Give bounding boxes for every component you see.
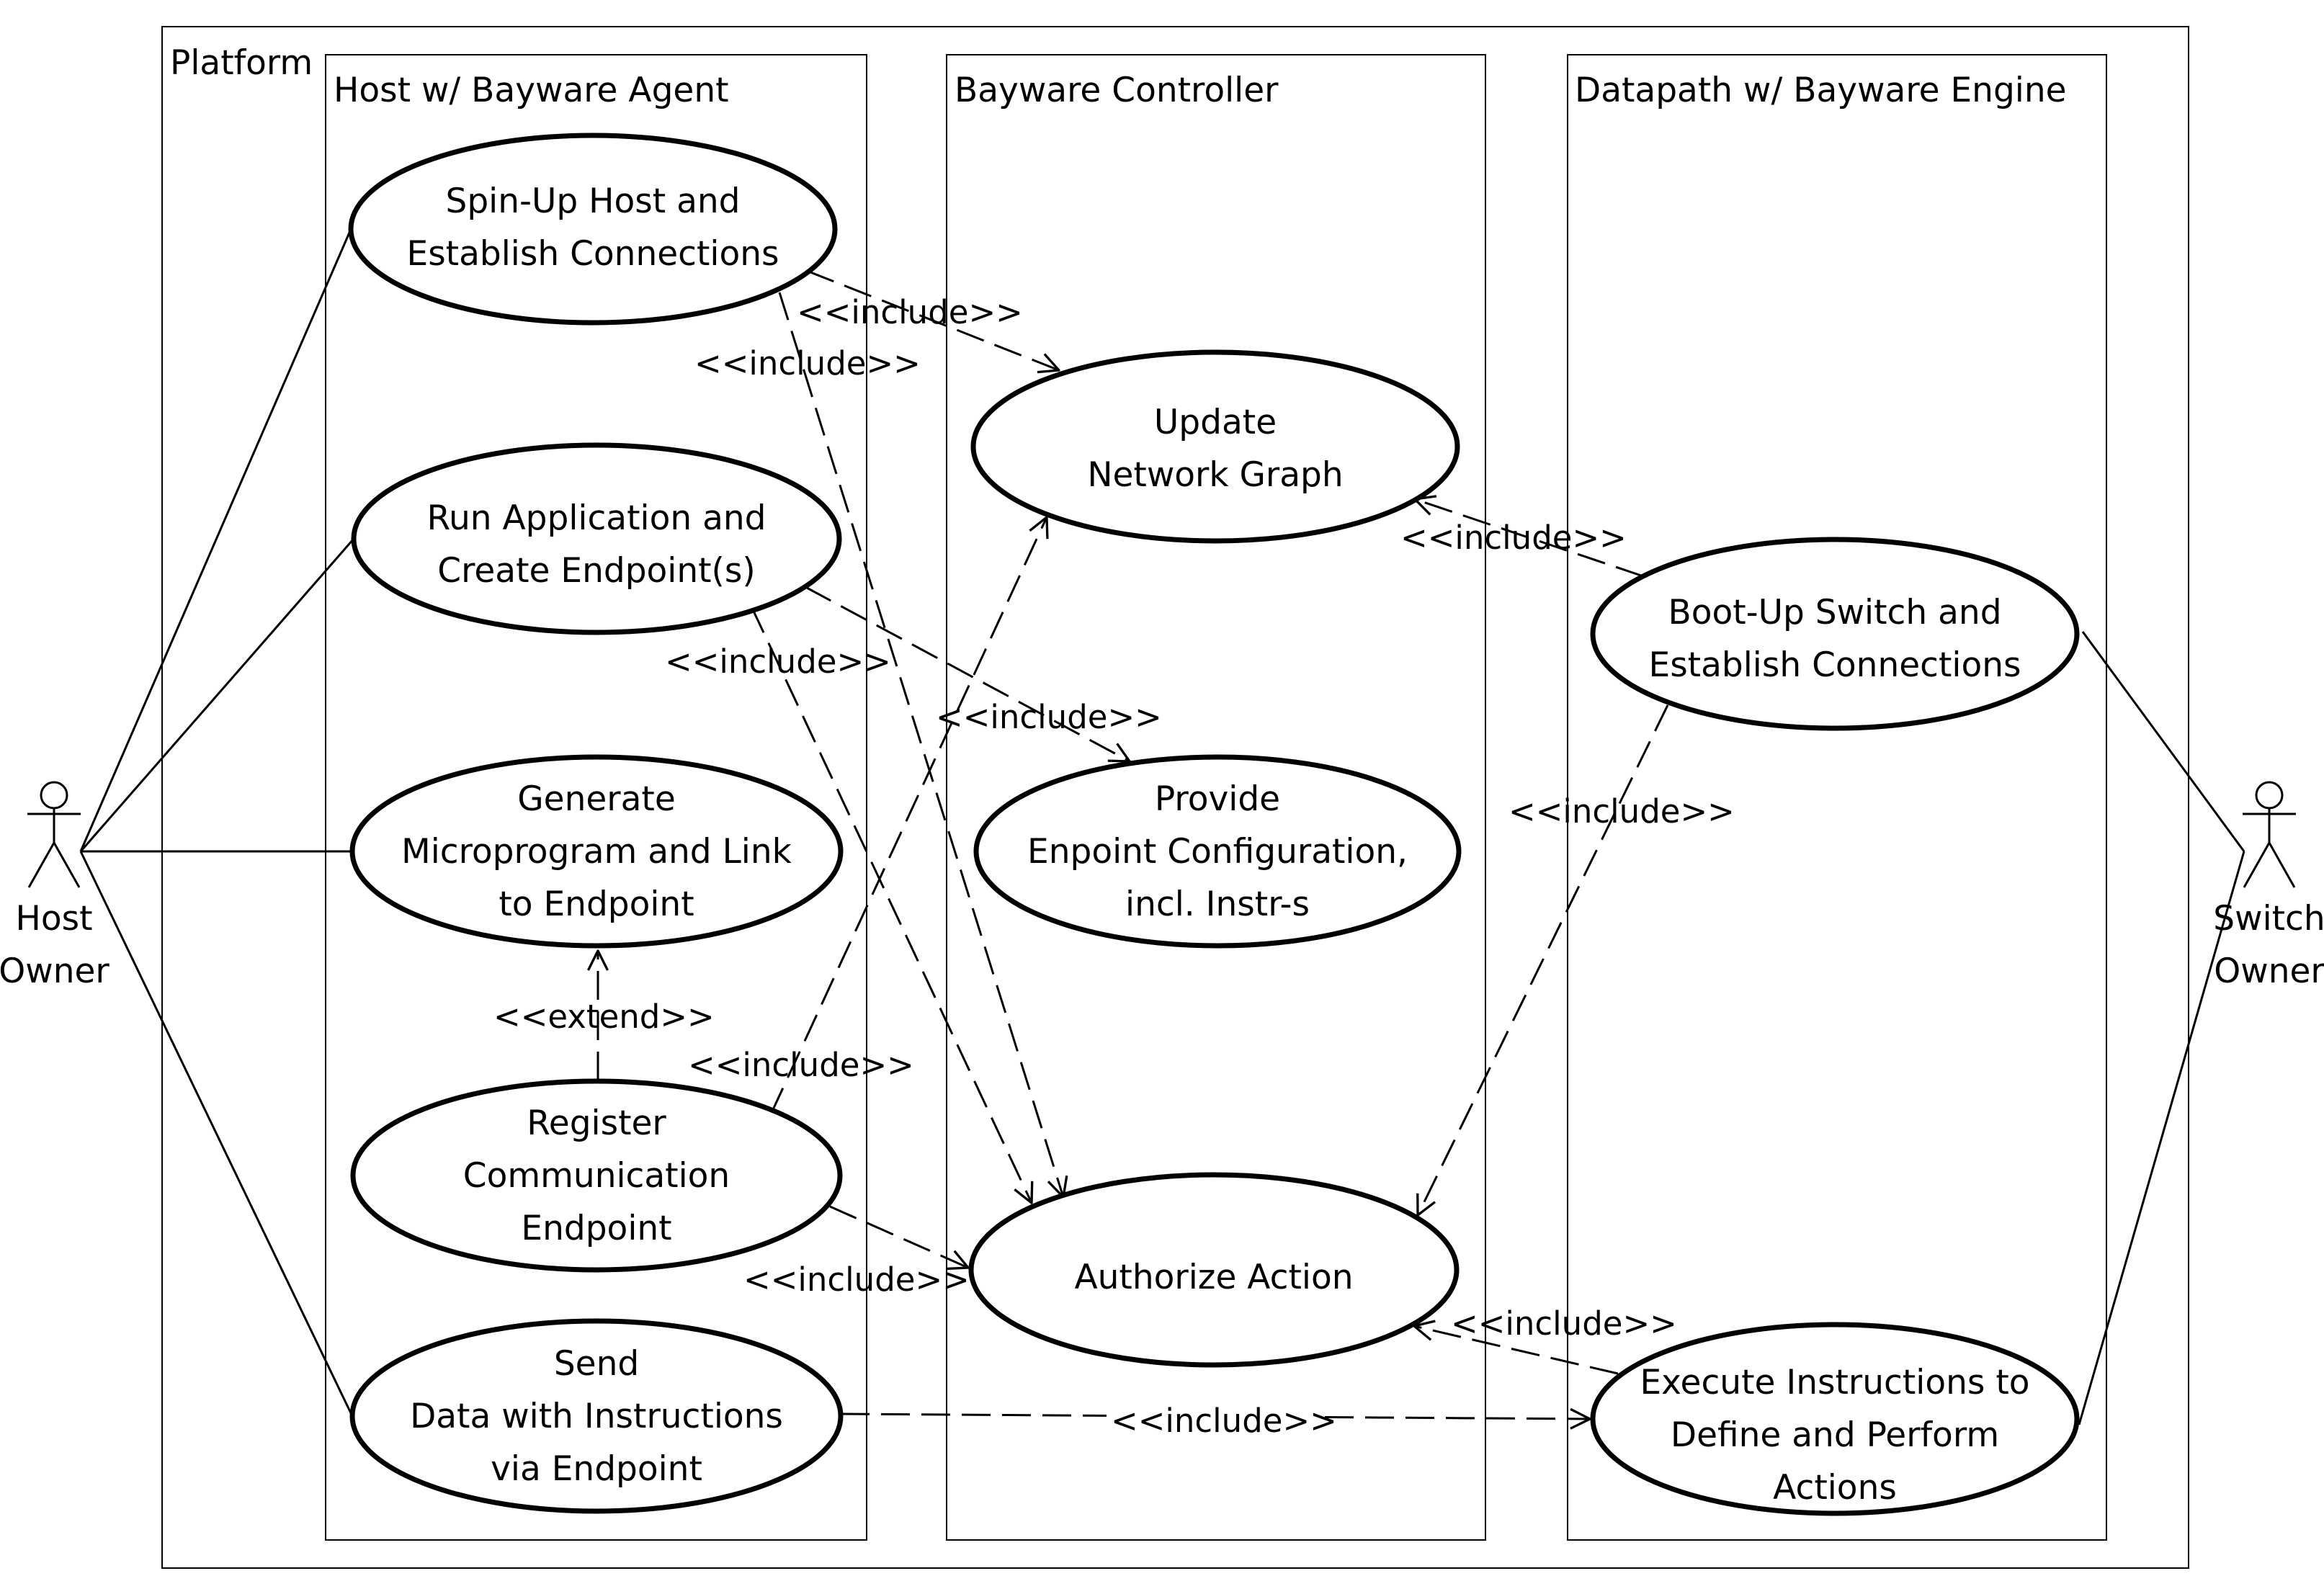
spinup-line2: Establish Connections (407, 234, 779, 274)
runapp-line1: Run Application and (426, 498, 766, 538)
execute-line2: Define and Perform (1671, 1415, 1999, 1455)
host-label: Host w/ Bayware Agent (334, 71, 729, 110)
dep-spinup-authorize (778, 292, 1063, 1197)
assoc-switch-execute (2078, 851, 2245, 1425)
generate-line2: Microprogram and Link (401, 832, 792, 872)
send-line3: via Endpoint (491, 1449, 702, 1489)
label-runapp-authorize: <<include>> (665, 642, 891, 681)
execute-line3: Actions (1773, 1468, 1897, 1508)
use-case-generate: Generate Microprogram and Link to Endpoi… (349, 754, 844, 949)
provide-line2: Enpoint Configuration, (1027, 832, 1408, 872)
label-register-authorize: <<include>> (743, 1261, 970, 1299)
switch-owner-label-line1: Switch (2213, 899, 2324, 939)
controller-label: Bayware Controller (955, 71, 1279, 110)
generate-line1: Generate (517, 779, 676, 819)
dep-runapp-authorize (750, 606, 1032, 1203)
label-execute-authorize: <<include>> (1451, 1304, 1677, 1343)
use-case-bootup: Boot-Up Switch and Establish Connections (1590, 537, 2080, 731)
dep-spinup-update (806, 269, 1059, 370)
update-line1: Update (1154, 403, 1277, 442)
dep-register-authorize (829, 1205, 968, 1268)
bootup-line2: Establish Connections (1649, 645, 2021, 685)
relationship-labels: <<include>> <<include>> <<include>> <<in… (493, 293, 1735, 1440)
provide-line1: Provide (1155, 779, 1280, 819)
use-case-provide: Provide Enpoint Configuration, incl. Ins… (973, 754, 1462, 949)
use-case-execute: Execute Instructions to Define and Perfo… (1590, 1322, 2080, 1516)
host-owner-label-line2: Owner (0, 952, 110, 991)
generate-line3: to Endpoint (499, 885, 694, 924)
datapath-boundary (1567, 54, 2107, 1541)
host-boundary (325, 54, 867, 1541)
associations (79, 227, 2245, 1425)
platform-label: Platform (170, 43, 313, 83)
label-spinup-update: <<include>> (797, 293, 1023, 331)
switch-owner-label-line2: Owner (2214, 952, 2324, 991)
label-register-update: <<include>> (688, 1046, 914, 1084)
spinup-line1: Spin-Up Host and (445, 182, 740, 221)
register-line3: Endpoint (521, 1209, 671, 1248)
execute-line1: Execute Instructions to (1640, 1363, 2029, 1402)
register-line2: Communication (463, 1156, 730, 1196)
switch-owner-actor (2243, 781, 2296, 888)
use-case-authorize: Authorize Action (968, 1172, 1460, 1368)
assoc-host-spinup (79, 227, 353, 852)
use-case-update: Update Network Graph (970, 349, 1460, 544)
label-send-execute: <<include>> (1111, 1402, 1337, 1440)
provide-line3: incl. Instr-s (1125, 885, 1310, 924)
label-runapp-provide: <<include>> (936, 698, 1162, 736)
dep-register-update (769, 517, 1047, 1115)
dep-execute-authorize (1414, 1326, 1619, 1375)
label-register-generate: <<extend>> (493, 998, 715, 1036)
authorize-line1: Authorize Action (1074, 1258, 1353, 1297)
dependencies (598, 269, 1669, 1419)
datapath-label: Datapath w/ Bayware Engine (1575, 71, 2067, 110)
update-line2: Network Graph (1087, 455, 1343, 495)
host-owner-label-line1: Host (15, 899, 92, 939)
use-case-runapp: Run Application and Create Endpoint(s) (351, 442, 842, 635)
assoc-host-runapp (79, 538, 355, 852)
dep-runapp-provide (805, 586, 1130, 761)
send-line2: Data with Instructions (410, 1397, 783, 1436)
label-bootup-update: <<include>> (1400, 519, 1627, 557)
dep-bootup-authorize (1418, 704, 1669, 1215)
runapp-line2: Create Endpoint(s) (437, 551, 755, 591)
register-line1: Register (527, 1103, 666, 1143)
use-case-send: Send Data with Instructions via Endpoint (349, 1318, 844, 1514)
host-owner-actor (27, 781, 81, 888)
use-case-spinup: Spin-Up Host and Establish Connections (348, 133, 838, 326)
assoc-host-send (79, 851, 354, 1417)
label-spinup-authorize: <<include>> (694, 344, 921, 382)
label-bootup-authorize: <<include>> (1509, 792, 1735, 830)
assoc-switch-bootup (2081, 631, 2245, 852)
bootup-line1: Boot-Up Switch and (1668, 593, 2001, 632)
controller-boundary (946, 54, 1486, 1541)
send-line1: Send (554, 1344, 639, 1384)
platform-boundary (161, 26, 2189, 1569)
use-case-register: Register Communication Endpoint (350, 1078, 843, 1273)
